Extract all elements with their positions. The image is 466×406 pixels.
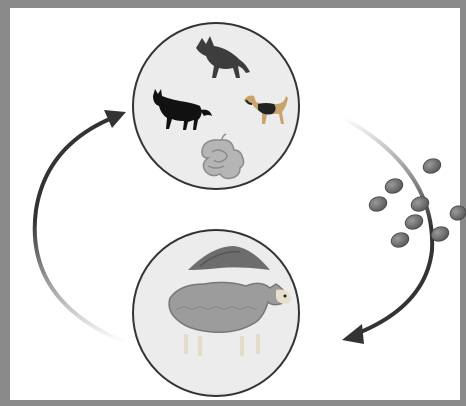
arrow-to-intermediate-host — [342, 118, 432, 344]
egg-icon — [383, 176, 405, 195]
definitive-hosts-node — [133, 23, 299, 189]
egg-icon — [421, 156, 443, 175]
intermediate-host-node — [133, 230, 299, 396]
arrow-to-definitive-hosts — [35, 110, 126, 342]
egg-icon — [403, 212, 425, 231]
egg-icon — [448, 204, 466, 223]
egg-icon — [389, 230, 411, 249]
egg-icon — [367, 194, 389, 213]
eggs-cluster — [367, 156, 466, 249]
